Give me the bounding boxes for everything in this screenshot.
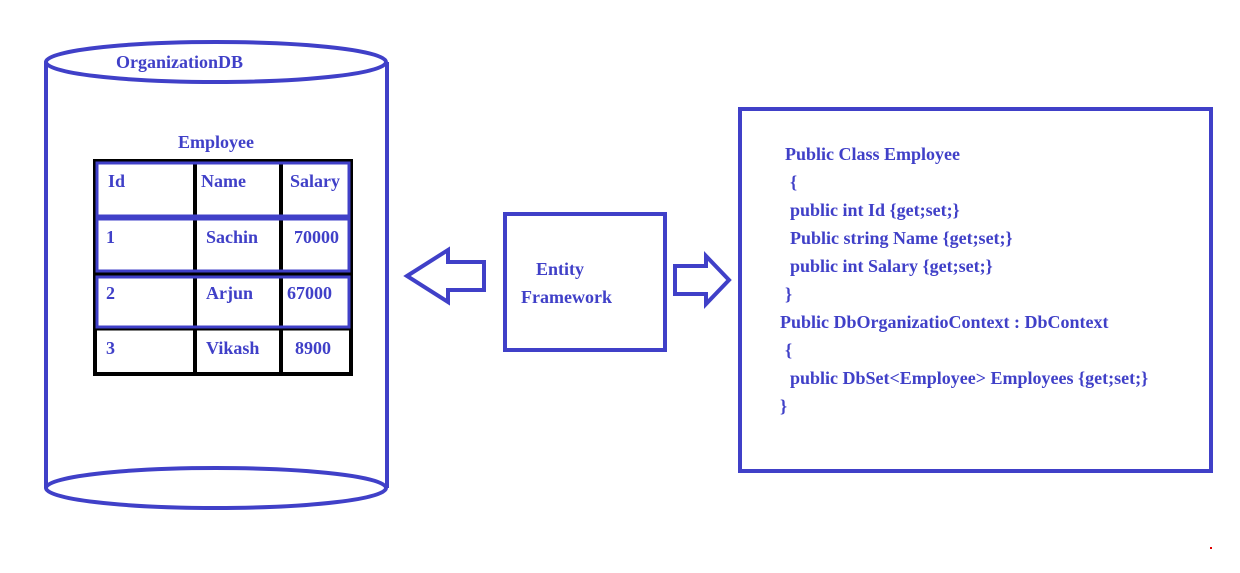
entity-framework-label-line2: Framework [521, 287, 612, 307]
table-cell-row3-name: Vikash [206, 338, 260, 358]
table-header-salary: Salary [290, 171, 341, 191]
code-box [738, 107, 1213, 473]
table-header-id: Id [108, 171, 126, 191]
table-cell-row3-salary: 8900 [295, 338, 331, 358]
database-cylinder-icon [44, 40, 389, 510]
table-cell-row3-id: 3 [106, 338, 115, 358]
employee-table-grid [93, 159, 353, 376]
entity-framework-label-line1: Entity [536, 259, 585, 279]
code-line: } [785, 284, 793, 304]
entity-framework-box [503, 212, 667, 352]
table-cell-row1-name: Sachin [206, 227, 259, 247]
code-line: Public DbOrganizatioContext : DbContext [780, 312, 1109, 332]
table-cell-row2-id: 2 [106, 283, 115, 303]
code-line: Public string Name {get;set;} [790, 228, 1013, 248]
database-name: OrganizationDB [116, 52, 244, 72]
code-line: public DbSet<Employee> Employees {get;se… [790, 368, 1149, 388]
code-line: Public Class Employee [785, 144, 961, 164]
red-dot-mark [1210, 547, 1212, 549]
table-cell-row2-salary: 67000 [287, 283, 332, 303]
hollow-right-arrow-icon [673, 251, 732, 309]
code-line: public int Id {get;set;} [790, 200, 960, 220]
table-cell-row1-id: 1 [106, 227, 115, 247]
table-cell-row2-name: Arjun [206, 283, 254, 303]
code-line: { [790, 172, 798, 192]
table-name: Employee [178, 132, 254, 152]
table-header-name: Name [201, 171, 246, 191]
code-line: } [780, 396, 788, 416]
code-line: public int Salary {get;set;} [790, 256, 993, 276]
table-cell-row1-salary: 70000 [294, 227, 339, 247]
code-line: { [785, 340, 793, 360]
hollow-left-arrow-icon [403, 246, 486, 306]
